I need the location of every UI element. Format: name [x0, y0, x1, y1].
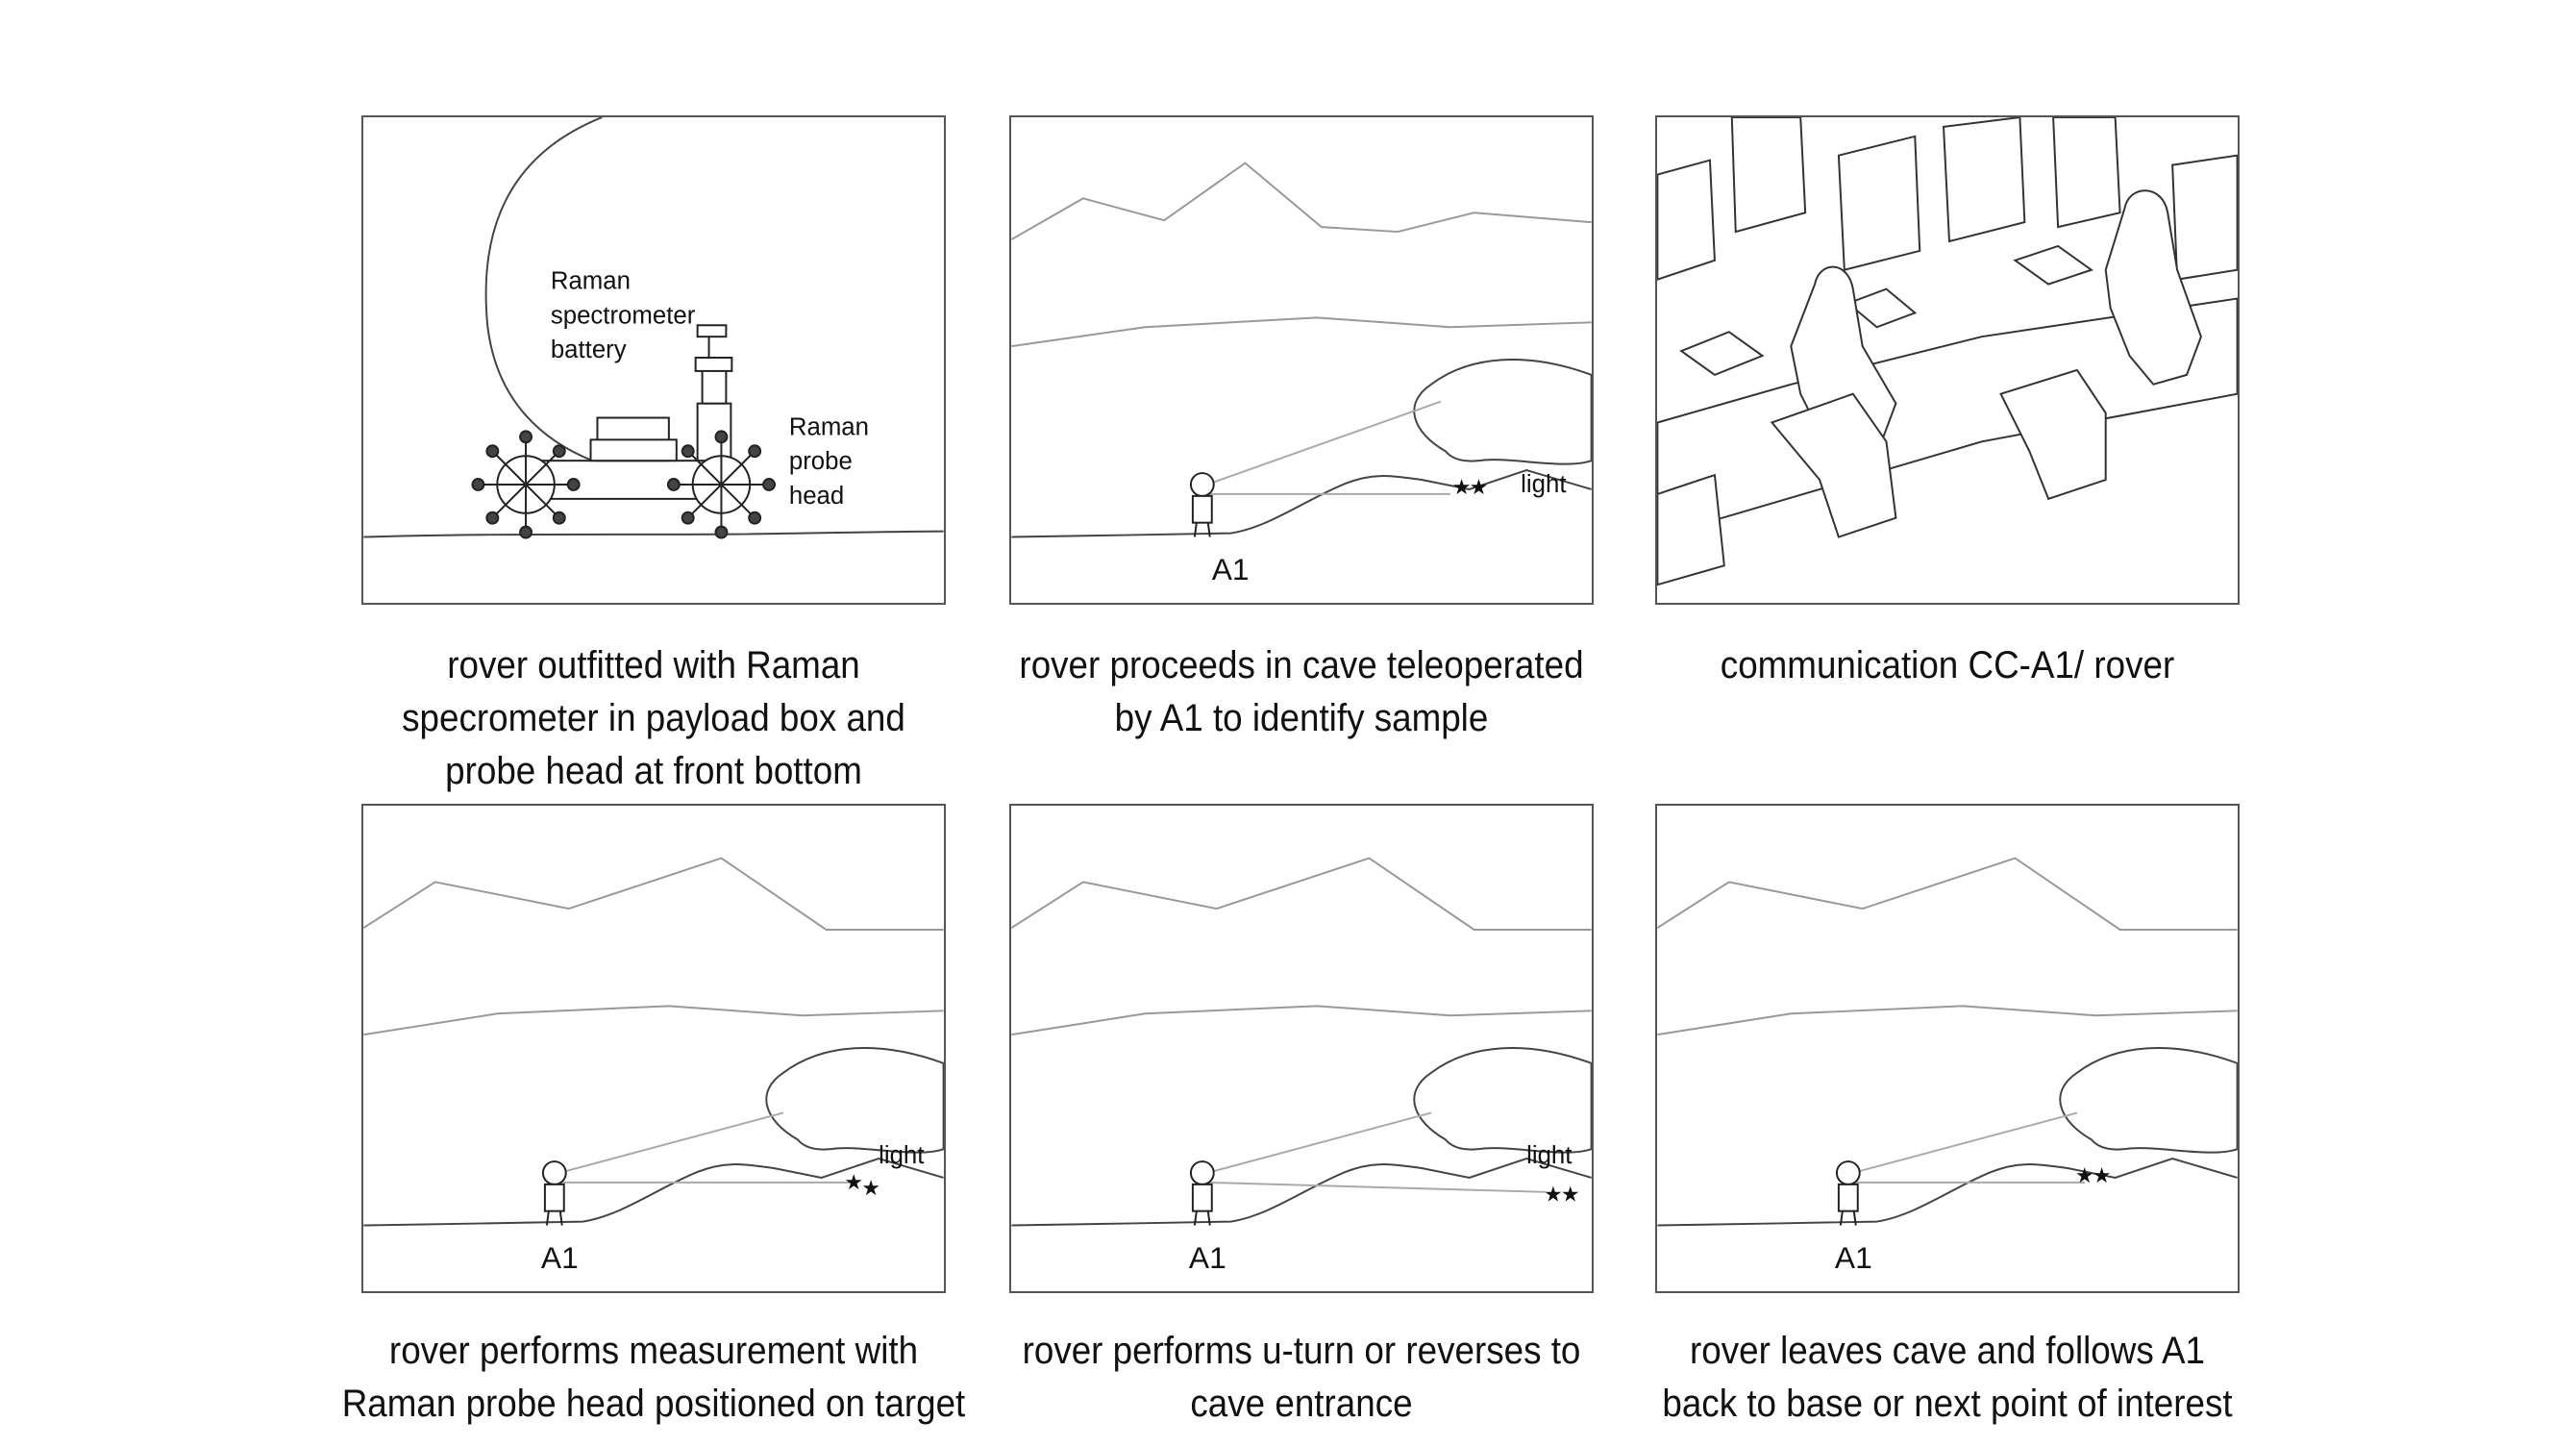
label-light: light [879, 1142, 924, 1169]
rover-small-icon: ★ ★ [1452, 475, 1488, 499]
label-astronaut: A1 [1212, 552, 1250, 586]
label-spectrometer-1: Raman [551, 268, 631, 295]
label-light: light [1526, 1142, 1572, 1169]
astronaut-icon [1189, 1160, 1215, 1226]
rover-raman-illustration: Raman spectrometer battery Raman probe h… [363, 117, 944, 539]
svg-text:★: ★ [844, 1170, 863, 1194]
panel-measurement: ★ ★ A1 light [361, 804, 946, 1293]
rover-small-icon: ★ ★ [2075, 1163, 2111, 1187]
panel-u-turn: ★ ★ A1 light [1009, 804, 1594, 1293]
cave-uturn-illustration: ★ ★ A1 light [1011, 857, 1592, 1275]
panel-leave-cave: ★ ★ A1 [1655, 804, 2240, 1293]
label-astronaut: A1 [1189, 1240, 1226, 1275]
control-center-illustration [1657, 117, 2238, 586]
panel-rover-raman: Raman spectrometer battery Raman probe h… [361, 115, 946, 605]
cave-scene-illustration: ★ ★ A1 light [1011, 162, 1592, 586]
svg-text:★: ★ [1561, 1183, 1580, 1207]
svg-text:★: ★ [1452, 475, 1472, 499]
caption-panel-3: communication CC-A1/ rover [1720, 644, 2175, 686]
label-spectrometer-2: spectrometer [551, 302, 696, 329]
label-probe-2: probe [789, 448, 853, 475]
svg-text:★: ★ [2093, 1163, 2112, 1187]
caption-panel-5: rover performs u-turn or reverses to cav… [1022, 1330, 1581, 1425]
label-astronaut: A1 [541, 1240, 579, 1275]
panel-rover-cave: ★ ★ A1 light [1009, 115, 1594, 605]
cave-leave-illustration: ★ ★ A1 [1657, 857, 2238, 1275]
label-light: light [1521, 471, 1566, 498]
rover-small-icon: ★ ★ [844, 1170, 879, 1200]
caption-panel-4: rover performs measurement with Raman pr… [341, 1330, 966, 1425]
svg-text:★: ★ [2075, 1163, 2094, 1187]
caption-panel-1: rover outfitted with Raman specrometer i… [402, 644, 905, 792]
svg-text:★: ★ [1544, 1183, 1563, 1207]
rover-icon [471, 324, 776, 539]
label-spectrometer-3: battery [551, 337, 627, 363]
cave-measurement-illustration: ★ ★ A1 light [363, 857, 944, 1275]
label-astronaut: A1 [1835, 1240, 1872, 1275]
panel-control-center [1655, 115, 2240, 605]
astronaut-icon [1835, 1160, 1861, 1226]
label-probe-3: head [789, 483, 844, 510]
svg-text:★: ★ [861, 1176, 880, 1200]
rover-small-icon: ★ ★ [1544, 1183, 1579, 1207]
caption-panel-2: rover proceeds in cave teleoperated by A… [1019, 644, 1584, 739]
svg-text:★: ★ [1470, 475, 1489, 499]
astronaut-icon [541, 1160, 567, 1226]
label-probe-1: Raman [789, 413, 869, 440]
caption-panel-6: rover leaves cave and follows A1 back to… [1662, 1330, 2233, 1425]
astronaut-icon [1189, 472, 1215, 537]
